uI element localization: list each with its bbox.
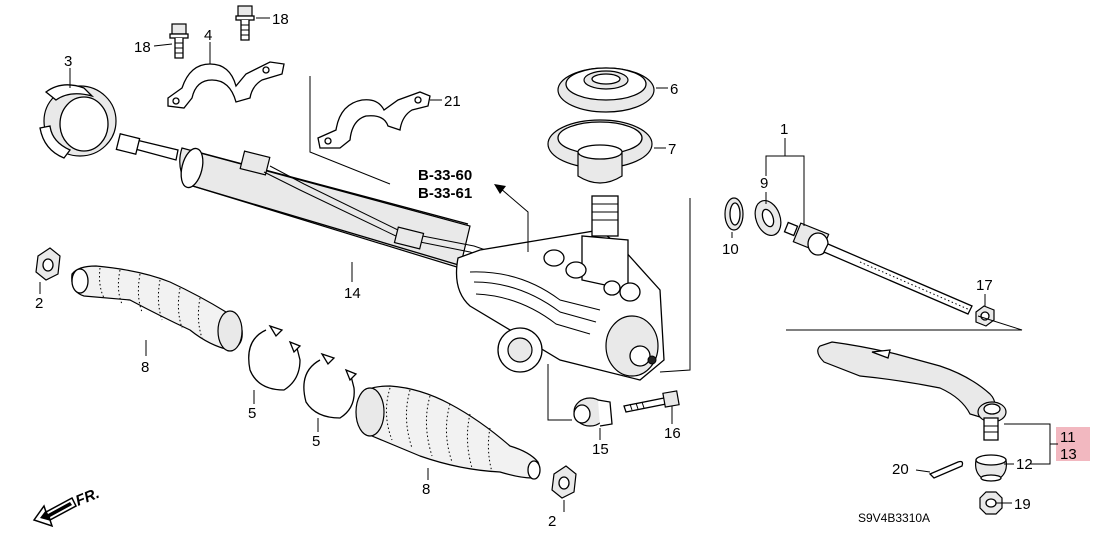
highlight-box-11-13 — [1056, 427, 1090, 461]
callout-11: 11 — [1060, 429, 1076, 446]
part-2-clip-a[interactable] — [35, 247, 61, 281]
part-8-boot-right[interactable] — [355, 385, 541, 480]
callout-6: 6 — [670, 81, 678, 98]
ref-code-2[interactable]: B-33-61 — [418, 185, 472, 202]
callout-8-left: 8 — [141, 359, 149, 376]
callout-21: 21 — [444, 93, 461, 110]
part-18-bolt-a[interactable] — [169, 23, 189, 59]
part-15-bushing[interactable] — [573, 397, 613, 427]
part-10-ring[interactable] — [724, 197, 744, 231]
part-5-clamp-a[interactable] — [248, 324, 302, 391]
part-9-washer[interactable] — [751, 197, 786, 239]
callout-9: 9 — [760, 175, 768, 192]
part-6-mount[interactable] — [557, 67, 655, 113]
front-direction-arrow: FR. — [32, 485, 102, 528]
callout-18-right: 18 — [272, 11, 289, 28]
callout-8-right: 8 — [422, 481, 430, 498]
part-7-seal[interactable] — [547, 119, 653, 184]
callout-2-left: 2 — [35, 295, 43, 312]
callout-18-left: 18 — [134, 39, 151, 56]
callout-1: 1 — [780, 121, 788, 138]
callout-4: 4 — [204, 27, 212, 44]
part-12-dust-boot[interactable] — [975, 454, 1007, 482]
callout-3: 3 — [64, 53, 72, 70]
ref-arrow-head — [494, 184, 506, 194]
part-19-nut[interactable] — [979, 491, 1003, 515]
callout-12: 12 — [1016, 456, 1033, 473]
part-2-clip-b[interactable] — [551, 465, 577, 499]
part-14-rack-housing[interactable] — [115, 133, 533, 273]
ref-line-tie-rod-end — [786, 315, 1023, 331]
callout-7: 7 — [668, 141, 676, 158]
part-1-tie-rod[interactable] — [783, 221, 973, 315]
callout-20: 20 — [892, 461, 909, 478]
callout-5-left: 5 — [248, 405, 256, 422]
part-18-bolt-b[interactable] — [235, 5, 255, 41]
callout-16: 16 — [664, 425, 681, 442]
callout-5-right: 5 — [312, 433, 320, 450]
part-17-nut[interactable] — [975, 305, 995, 327]
part-5-clamp-b[interactable] — [303, 352, 358, 419]
ref-arrow-line — [499, 187, 529, 252]
part-3-bushing[interactable] — [39, 84, 117, 159]
callout-15: 15 — [592, 441, 609, 458]
part-21-holder[interactable] — [317, 91, 431, 149]
callout-13: 13 — [1060, 446, 1077, 463]
ref-code-1[interactable]: B-33-60 — [418, 167, 472, 184]
part-8-boot-left[interactable] — [71, 265, 243, 352]
part-4-holder[interactable] — [167, 61, 285, 109]
part-20-cotter-pin[interactable] — [928, 460, 964, 479]
callout-labels: 3 4 18 18 21 6 7 1 9 10 17 11 13 12 19 2… — [35, 11, 1077, 530]
ref-line-15 — [547, 364, 572, 421]
callout-19: 19 — [1014, 496, 1031, 513]
diagram-code: S9V4B3310A — [858, 511, 930, 525]
front-label: FR. — [73, 485, 102, 510]
callout-14: 14 — [344, 285, 361, 302]
part-16-bolt[interactable] — [623, 390, 680, 413]
callout-17: 17 — [976, 277, 993, 294]
part-11-tie-rod-end[interactable] — [817, 341, 1007, 441]
leader-lines — [39, 17, 1014, 512]
callout-2-right: 2 — [548, 513, 556, 530]
ref-line-tie-rod — [659, 198, 691, 373]
valve-body-gearbox[interactable] — [455, 195, 665, 381]
callout-10: 10 — [722, 241, 739, 258]
ref-line-21 — [309, 76, 391, 185]
